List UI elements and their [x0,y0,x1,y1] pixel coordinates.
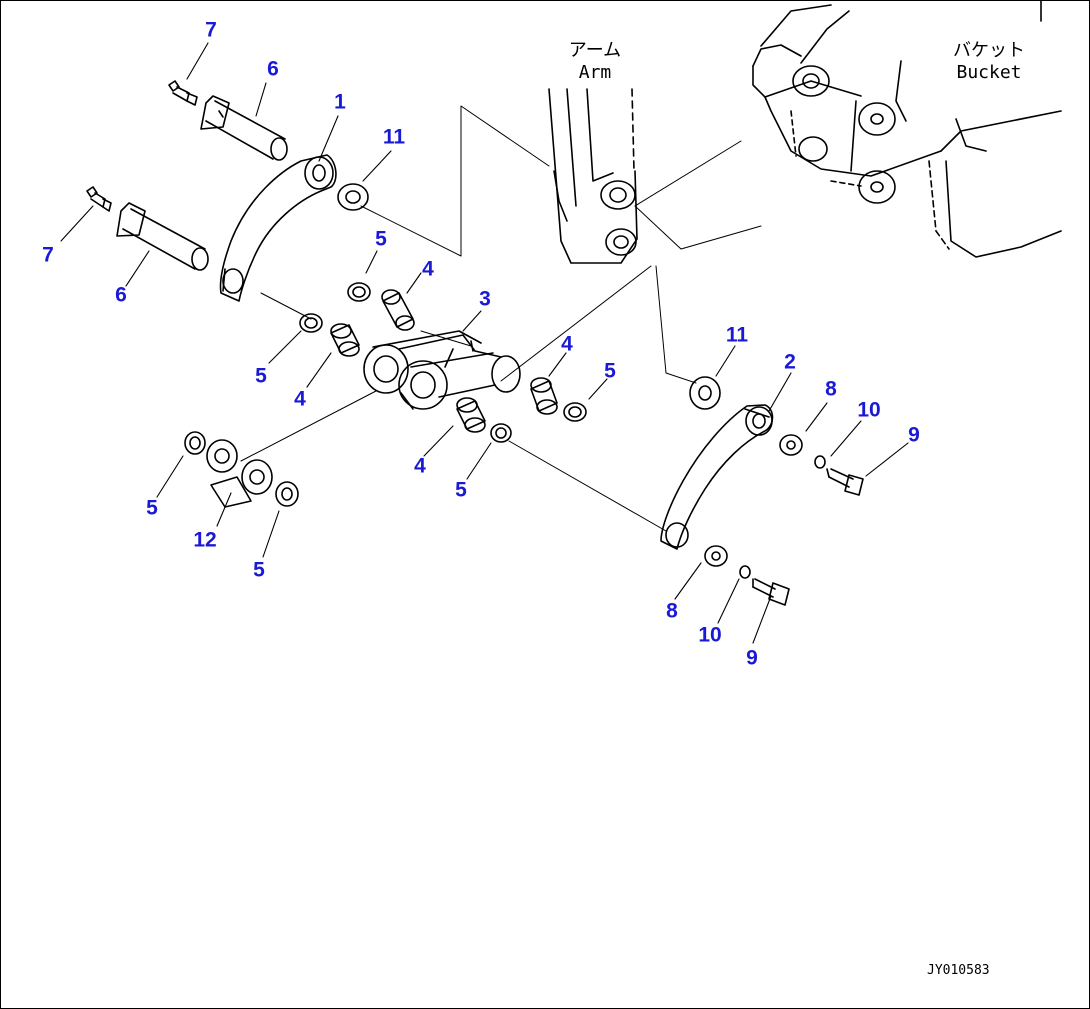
part-5-seal-b [299,313,323,333]
callout-leaders [60,42,909,644]
callout-11: 11 [725,323,749,347]
part-5-seal-d [490,423,512,443]
callout-12: 12 [193,528,217,552]
callout-9: 9 [746,646,758,670]
callout-4: 4 [414,454,426,478]
part-9-bolt-upper [826,468,864,496]
assembly-guide-lines [240,105,762,532]
callout-3: 3 [479,287,491,311]
arm-label-jp: アーム [568,40,622,61]
part-10-lock-washer-lower [739,565,751,579]
arm-outline [548,88,638,264]
callout-6: 6 [267,57,279,81]
callout-5: 5 [375,227,387,251]
callout-8: 8 [666,599,678,623]
part-4-bushing-c [530,377,558,415]
callout-6: 6 [115,283,127,307]
part-8-washer-lower [704,545,728,567]
callout-11: 11 [382,125,406,149]
part-4-bushing-a [381,289,415,331]
part-5-seal-e [184,431,206,455]
part-5-seal-c [563,402,587,422]
callout-7: 7 [42,243,54,267]
part-12-shim-pair [206,439,273,508]
part-5-seal-a [347,282,371,302]
part-2-link-plate [660,404,774,550]
part-6-pin-lower [116,202,209,271]
callout-9: 9 [908,423,920,447]
part-9-bolt-lower [752,578,790,606]
callout-2: 2 [784,350,796,374]
callout-5: 5 [604,359,616,383]
part-6-pin-upper [200,95,288,161]
part-4-bushing-d [456,397,486,433]
callout-5: 5 [146,496,158,520]
part-10-lock-washer-upper [814,455,826,469]
part-1-link-plate [219,154,337,302]
part-7-grease-fitting-lower [86,186,112,212]
arm-label: Arm [578,62,612,83]
bucket-outline [752,1,1062,258]
part-4-bushing-b [330,323,360,357]
callout-10: 10 [857,398,881,422]
part-5-seal-f [275,481,299,507]
part-3-link [363,330,521,410]
bucket-label-jp: バケット [953,40,1025,61]
callout-5: 5 [255,364,267,388]
bucket-label: Bucket [956,62,1022,83]
part-7-grease-fitting-upper [168,80,198,106]
callout-4: 4 [561,332,573,356]
figure-id: JY010583 [927,963,990,978]
part-11-washer-upper [337,183,369,211]
part-11-washer-lower [689,376,721,410]
callout-1: 1 [334,90,346,114]
callout-7: 7 [205,18,217,42]
callout-8: 8 [825,377,837,401]
part-8-washer-upper [779,434,803,456]
callout-5: 5 [455,478,467,502]
callout-4: 4 [294,387,306,411]
callout-4: 4 [422,257,434,281]
callout-5: 5 [253,558,265,582]
callout-10: 10 [698,623,722,647]
